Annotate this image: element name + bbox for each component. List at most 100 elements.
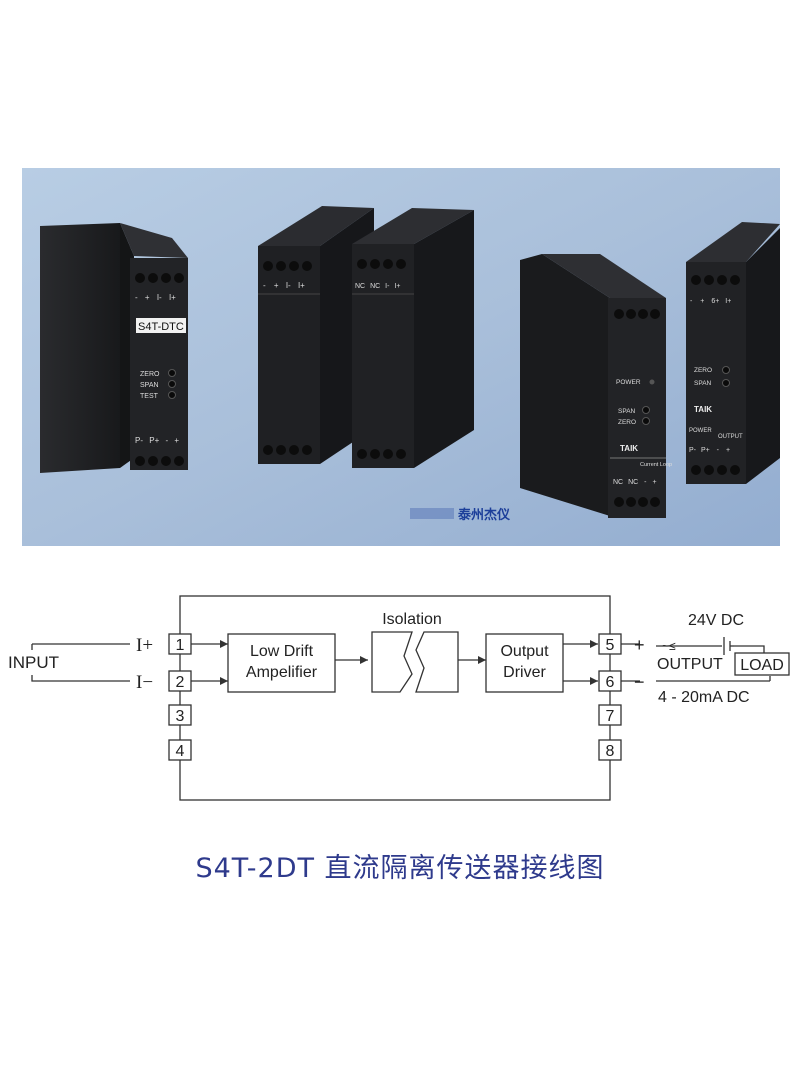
terminal-label: I+ (298, 281, 305, 290)
control-label: SPAN (140, 382, 159, 389)
svg-text:P- P+ - +: P- P+ - + (689, 447, 730, 454)
terminal-label: NC (628, 479, 638, 486)
device-2-bottom-screws (263, 445, 312, 455)
terminal-label: 6+ (711, 298, 719, 305)
device-1-top-screws (135, 273, 184, 283)
terminal-7 (598, 704, 622, 726)
power-label: POWER (616, 379, 641, 386)
power-header-label: POWER (689, 428, 712, 434)
terminal-1 (168, 633, 192, 655)
terminal-label: I- (385, 283, 390, 290)
terminal-7-number: 7 (606, 708, 615, 725)
terminal-label: I+ (394, 283, 400, 290)
supply-voltage-label: 24V DC (688, 612, 744, 629)
terminal-8 (598, 739, 622, 761)
terminal-label: NC (613, 479, 623, 486)
terminal-2 (168, 670, 192, 692)
device-4-top-screws (614, 309, 660, 319)
terminal-5 (598, 633, 622, 655)
terminal-6 (598, 670, 622, 692)
terminal-5-number: 5 (606, 637, 615, 654)
terminal-label: - (717, 447, 720, 454)
output-label: OUTPUT (657, 656, 723, 673)
control-label: ZERO (694, 367, 712, 374)
terminal-label: P+ (149, 436, 159, 445)
product-photo: - + I- I+ S4T-DTC ZERO SPAN TEST P- P+ -… (22, 168, 780, 546)
wiring-diagram: Low Drift Ampelifier Isolation Output Dr… (8, 595, 790, 801)
device-1: - + I- I+ S4T-DTC ZERO SPAN TEST P- P+ -… (40, 223, 188, 473)
device-3-top-screws (357, 259, 406, 269)
terminal-label: + (174, 436, 179, 445)
control-label: SPAN (618, 408, 636, 415)
terminal-label: - (165, 436, 168, 445)
terminal-label: + (726, 447, 730, 454)
watermark-text: 泰州杰仪 (457, 507, 511, 523)
terminal-label: - (644, 479, 647, 486)
driver-label-line1: Output (500, 643, 549, 660)
amplifier-label-line2: Ampelifier (246, 664, 318, 681)
current-loop-label: Current Loop (640, 462, 672, 468)
terminal-label: - (135, 293, 138, 302)
svg-text:- + I- I+: - + I- I+ (263, 281, 305, 290)
device-2-top-screws (263, 261, 312, 271)
supply-symbol-label: ~≤ (662, 639, 676, 653)
terminal-label: P+ (701, 447, 710, 454)
output-plus-sign: + (634, 635, 645, 655)
load-box (734, 652, 790, 676)
terminal-3-number: 3 (176, 708, 185, 725)
terminal-2-number: 2 (176, 674, 185, 691)
terminal-label: I- (157, 293, 162, 302)
svg-text:P- P+ - +: P- P+ - + (135, 436, 179, 445)
terminal-label: + (652, 479, 656, 486)
transmitter-housing (179, 595, 611, 801)
isolation-barrier (371, 631, 459, 693)
terminal-4 (168, 739, 192, 761)
device-5: - + 6+ I+ ZERO SPAN TAIK POWER OUTPUT P-… (686, 222, 780, 484)
terminal-3 (168, 704, 192, 726)
terminal-label: + (700, 298, 704, 305)
device-4-bottom-screws (614, 497, 660, 507)
terminal-label: P- (689, 447, 697, 454)
control-label: SPAN (694, 380, 712, 387)
zero-potentiometer-icon (642, 417, 650, 425)
output-minus-sign: − (634, 672, 645, 692)
device-5-top-screws (691, 275, 740, 285)
terminal-label: NC (370, 283, 380, 290)
terminal-label: P- (135, 436, 143, 445)
control-label: ZERO (618, 419, 636, 426)
current-range-label: 4 - 20mA DC (658, 689, 750, 706)
terminal-label: I- (286, 281, 291, 290)
terminal-label: I+ (169, 293, 176, 302)
brand-label: TAIK (694, 405, 712, 414)
watermark: 泰州杰仪 (410, 507, 511, 523)
span-potentiometer-icon (722, 379, 730, 387)
low-drift-amplifier-block (227, 633, 336, 693)
terminal-label: I+ (725, 298, 731, 305)
control-label: ZERO (140, 371, 160, 378)
terminal-8-number: 8 (606, 743, 615, 760)
terminal-4-number: 4 (176, 743, 185, 760)
input-label: INPUT (8, 653, 59, 672)
terminal-label: + (145, 293, 150, 302)
terminal-label: + (274, 281, 279, 290)
diagram-caption: S4T-2DT 直流隔离传送器接线图 (195, 853, 605, 884)
input-minus-label: I− (136, 672, 153, 693)
device-4: POWER SPAN ZERO TAIK Current Loop NC NC … (520, 254, 672, 518)
span-potentiometer-icon (642, 406, 650, 414)
control-label: TEST (140, 393, 159, 400)
span-potentiometer-icon (168, 380, 176, 388)
terminal-1-number: 1 (176, 637, 185, 654)
zero-potentiometer-icon (722, 366, 730, 374)
terminal-label: - (690, 298, 693, 305)
load-label: LOAD (740, 657, 784, 674)
device-1-model-sticker (136, 318, 186, 333)
driver-label-line2: Driver (503, 664, 546, 681)
svg-text:- + 6+ I+: - + 6+ I+ (690, 298, 731, 305)
output-driver-block (485, 633, 564, 693)
terminal-label: NC (355, 283, 365, 290)
battery-icon (688, 637, 734, 655)
output-header-label: OUTPUT (718, 434, 743, 440)
device-1-model-label: S4T-DTC (138, 321, 184, 333)
device-5-bottom-screws (691, 465, 740, 475)
isolation-label: Isolation (382, 611, 442, 628)
